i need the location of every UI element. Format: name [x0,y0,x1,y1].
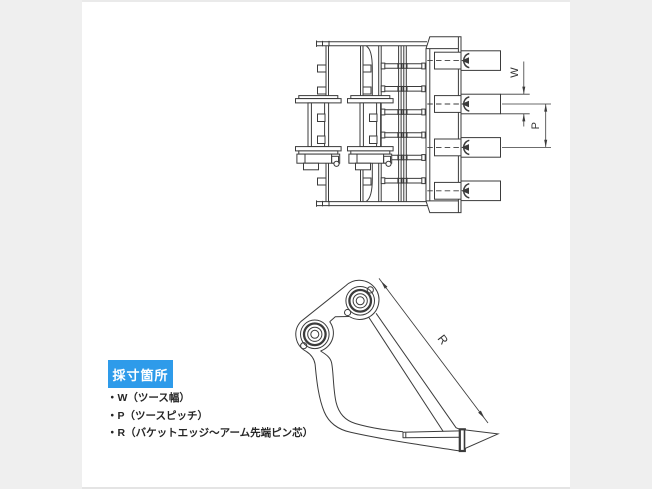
bucket-top-view: W P [295,36,551,214]
dimension-r: R [378,278,489,424]
dimension-w: W [500,61,530,127]
measurement-points-badge: 採寸箇所 [108,360,173,388]
legend-item-w: ・W（ツース幅） [107,392,190,404]
p-label: P [530,122,542,129]
bucket-side-view: R [295,278,500,453]
dimension-p: P [502,103,551,148]
legend-item-r: ・R（バケットエッジ～アーム先端ピン芯） [107,427,314,439]
mount-pillars [295,95,394,171]
grid-bars [380,62,426,185]
pin-boss-upper [345,286,376,316]
r-label: R [435,332,452,348]
bucket-teeth [427,50,501,202]
w-label: W [509,67,521,78]
pin-boss-lower [300,319,330,350]
legend-item-p: ・P（ツースピッチ） [107,409,208,422]
legend-list: ・W（ツース幅） ・P（ツースピッチ） ・R（バケットエッジ～アーム先端ピン芯） [107,390,313,443]
